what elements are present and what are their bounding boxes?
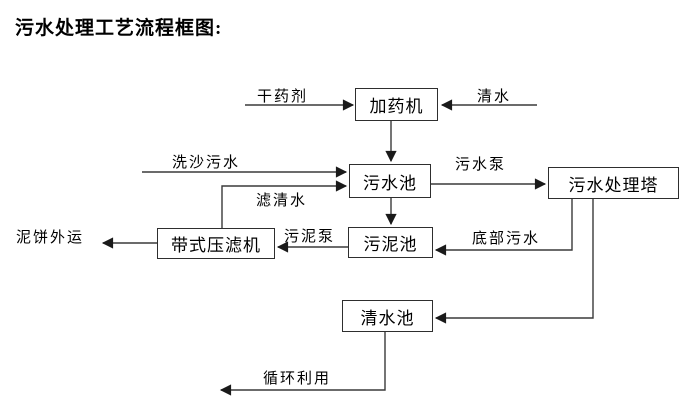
edge-label-sand-washing-sewage: 洗沙污水 [172, 155, 241, 171]
page-title: 污水处理工艺流程框图: [15, 18, 223, 39]
edge-label-bottom-sewage: 底部污水 [472, 231, 541, 247]
node-belt-filter-press: 带式压滤机 [157, 228, 275, 259]
arrow-bottom-sewage-to-sludge-pool [434, 199, 573, 256]
node-clear-water-pool: 清水池 [342, 300, 433, 332]
node-clear-water-pool-label: 清水池 [360, 308, 415, 328]
node-sewage-pool-label: 污水池 [363, 173, 417, 193]
arrow-tower-to-clear-water-pool [434, 199, 594, 324]
edge-label-dry-chemical: 干药剂 [257, 89, 309, 105]
edge-label-recycling: 循环利用 [263, 371, 332, 387]
node-dosing-machine-label: 加药机 [369, 97, 424, 116]
arrow-filtered-water-to-sewage-pool [221, 180, 348, 228]
edge-label-clear-water: 清水 [477, 89, 512, 105]
edge-label-mud-cake-out: 泥饼外运 [16, 230, 85, 246]
arrow-recycling-out [219, 332, 386, 396]
edge-label-filtered-water: 滤清水 [256, 193, 308, 209]
node-sludge-pool: 污泥池 [348, 227, 433, 258]
node-dosing-machine: 加药机 [355, 88, 438, 121]
edge-label-sludge-pump: 污泥泵 [284, 229, 336, 245]
edge-label-sewage-pump: 污水泵 [455, 157, 507, 173]
node-sewage-pool: 污水池 [349, 164, 431, 198]
node-belt-filter-press-label: 带式压滤机 [171, 236, 261, 255]
node-treatment-tower-label: 污水处理塔 [568, 175, 659, 195]
node-treatment-tower: 污水处理塔 [548, 167, 679, 199]
node-sludge-pool-label: 污泥池 [363, 235, 418, 254]
